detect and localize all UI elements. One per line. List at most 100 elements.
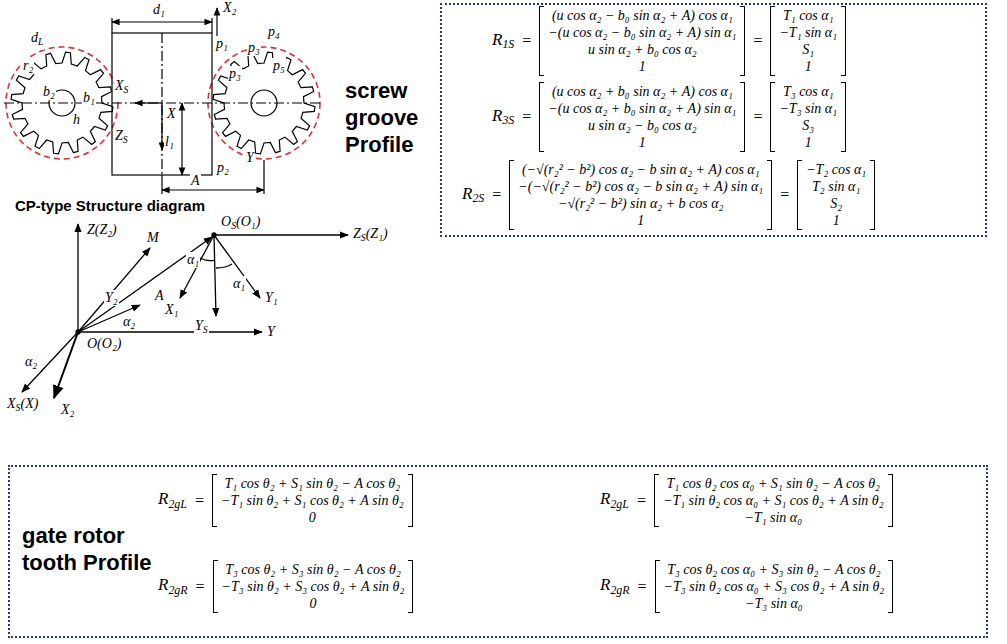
equation: R2gR=T₃ cos θ₂ cos α₀ + S₃ sin θ₂ − A co…: [600, 560, 893, 613]
structure-lines: [4, 8, 322, 194]
vector-name: R2S: [462, 184, 484, 207]
symbol-label: b₁: [82, 90, 96, 106]
axis-arrow: [214, 235, 216, 316]
equation: R3S=(u cos α₂ + b₀ sin α₂ + A) cos α₁−(u…: [492, 82, 846, 152]
bracket-tick: [841, 6, 845, 7]
bracket-tick: [214, 560, 218, 561]
coordinate-system: [22, 224, 348, 398]
extension-line: [111, 18, 112, 33]
matrix-bracket: T₃ cos θ₂ cos α₀ + S₃ sin θ₂ − A cos θ₂−…: [655, 560, 894, 613]
vector-arrow: [78, 237, 212, 332]
symbol-label: p₅: [272, 58, 286, 74]
extension-line: [161, 175, 162, 194]
symbol-label: X₂: [222, 0, 237, 16]
bracket-tick: [870, 160, 874, 161]
screw-rectangle: [112, 33, 212, 175]
subscript-text: S: [203, 324, 208, 335]
symbol-text: X₁: [165, 302, 178, 317]
subscript-text: L: [38, 36, 43, 47]
equals-sign: =: [492, 186, 501, 204]
symbol-text: b₂: [43, 84, 55, 99]
symbol-text: X: [7, 396, 16, 411]
angle-arc: [200, 258, 215, 261]
equation: R1S=(u cos α₂ − b₀ sin α₂ + A) cos α₁−(u…: [492, 6, 846, 76]
matrix-bracket: T₃ cos α₁−T₃ sin α₁S₃1: [770, 82, 846, 152]
symbol-text: d: [31, 30, 38, 45]
bracket-tick: [841, 151, 845, 152]
bracket-tick: [771, 75, 775, 76]
equation: R2gL=T₁ cos θ₂ + S₁ sin θ₂ − A cos θ₂−T₁…: [158, 474, 413, 527]
symbol-label: b₂: [42, 84, 56, 100]
matrix-bracket: −T₂ cos α₁T₂ sin α₁S₂1: [797, 160, 875, 230]
symbol-text: A: [191, 173, 200, 188]
symbol-label: XS(X): [6, 396, 39, 416]
matrix-entry: T₂ sin α₁: [812, 178, 860, 195]
subscript-text: S: [231, 220, 236, 231]
equals-sign: =: [195, 492, 204, 510]
subscript-text: 2gL: [610, 497, 629, 511]
axis-arrow: [77, 224, 78, 332]
matrix-entry: 1: [833, 212, 840, 229]
symbol-text: X: [115, 78, 124, 93]
symbol-label: M: [146, 230, 160, 246]
bracket-tick: [870, 229, 874, 230]
vector-symbol: R: [462, 184, 472, 203]
bracket-tick: [771, 6, 775, 7]
symbol-text: O: [221, 214, 231, 229]
symbol-text: α₂: [123, 314, 135, 329]
bracket-tick: [408, 560, 412, 561]
matrix-entry: T₁ cos θ₂ cos α₀ + S₁ sin θ₂ − A cos θ₂: [666, 475, 880, 492]
bracket-tick: [540, 82, 544, 83]
symbol-label: XS: [114, 78, 129, 98]
equals-sign: =: [637, 492, 646, 510]
bracket-tick: [408, 474, 412, 475]
bracket-tick: [841, 75, 845, 76]
bracket-tick: [408, 612, 412, 613]
matrix-entry: 1: [805, 134, 812, 151]
matrix-entry: 1: [805, 58, 812, 75]
bracket-tick: [841, 82, 845, 83]
symbol-label: dL: [30, 30, 44, 50]
axis-arrow: [54, 332, 78, 398]
origin-dot: [76, 330, 80, 334]
bracket-tick: [740, 6, 744, 7]
dimension-line: [162, 189, 264, 190]
symbol-label: X₂: [60, 402, 75, 418]
symbol-text: p₄: [268, 24, 280, 39]
bracket-tick: [656, 560, 660, 561]
symbol-text: Y: [195, 318, 203, 333]
vector-name: R2gR: [158, 575, 188, 598]
extension-line: [263, 160, 264, 194]
matrix-entry: (−√(r₂² − b²) cos α₂ − b sin α₂ + A) cos…: [522, 161, 760, 178]
symbol-label: p₃: [247, 40, 261, 56]
matrix-entry: 0: [309, 595, 316, 612]
symbol-text: Y₁: [265, 290, 278, 305]
matrix-entry: 1: [639, 134, 646, 151]
bracket-tick: [888, 560, 892, 561]
matrix-bracket: T₃ cos θ₂ + S₃ sin θ₂ − A cos θ₂−T₃ sin …: [213, 560, 414, 613]
matrix-bracket: T₁ cos α₁−T₁ sin α₁S₁1: [770, 6, 846, 76]
symbol-label: ZS: [114, 128, 129, 148]
vector-symbol: R: [158, 489, 168, 508]
symbol-text: A: [155, 288, 164, 303]
bracket-tick: [740, 151, 744, 152]
symbol-text: p₃: [248, 40, 260, 55]
vector-symbol: R: [492, 106, 502, 125]
symbol-text: Z: [353, 226, 361, 241]
vector-symbol: R: [600, 575, 610, 594]
bracket-tick: [888, 526, 892, 527]
matrix-entry: S₁: [802, 41, 814, 58]
bracket-tick: [798, 229, 802, 230]
subscript-text: S: [124, 84, 129, 95]
center-line: [161, 33, 162, 175]
bracket-tick: [740, 82, 744, 83]
symbol-label: Y₂: [104, 290, 119, 306]
bracket-tick: [510, 229, 514, 230]
equals-sign: =: [753, 108, 762, 126]
matrix-bracket: T₁ cos θ₂ cos α₀ + S₁ sin θ₂ − A cos θ₂−…: [654, 474, 893, 527]
vector-name: R1S: [492, 30, 514, 53]
equals-sign: =: [638, 578, 647, 596]
bracket-tick: [740, 75, 744, 76]
symbol-text: Y: [246, 150, 254, 165]
